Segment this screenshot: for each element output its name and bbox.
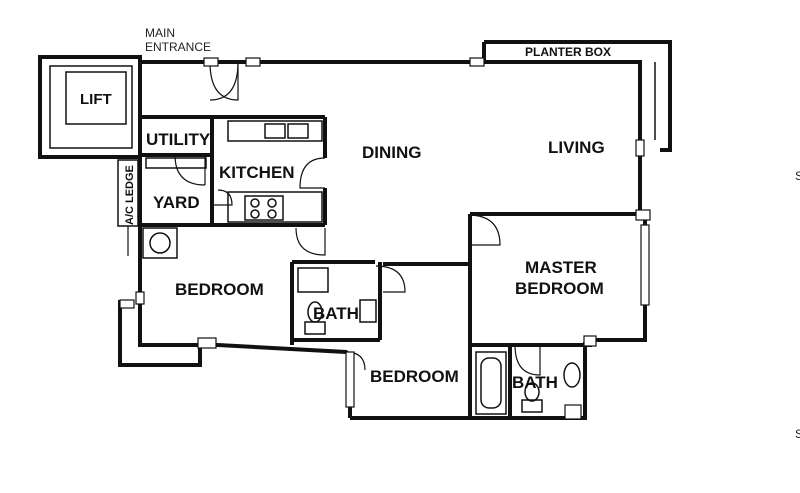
exterior-walls bbox=[118, 40, 672, 420]
room-bath-2-label: BATH bbox=[512, 373, 558, 392]
basin-icon bbox=[359, 299, 377, 323]
room-yard-label: YARD bbox=[153, 193, 200, 212]
bathtub-icon bbox=[475, 351, 507, 415]
room-master-bedroom-label-line1: MASTER bbox=[525, 258, 597, 277]
windows bbox=[119, 57, 651, 420]
door-swings bbox=[127, 61, 541, 376]
lift-label: LIFT bbox=[80, 91, 112, 108]
ac-ledge-label: A/C LEDGE bbox=[124, 165, 136, 225]
room-bedroom-1-label: BEDROOM bbox=[175, 280, 264, 299]
lift-shaft: LIFT bbox=[38, 55, 142, 159]
stray-marks: S S bbox=[795, 169, 800, 441]
room-utility-label: UTILITY bbox=[146, 130, 211, 149]
toilet-icon bbox=[304, 301, 326, 335]
svg-text:S: S bbox=[795, 427, 800, 441]
basin-icon bbox=[563, 362, 581, 388]
main-entrance-label-line2: ENTRANCE bbox=[145, 40, 211, 54]
room-bath-1-label: BATH bbox=[313, 304, 359, 323]
room-kitchen-label: KITCHEN bbox=[219, 163, 295, 182]
room-living-label: LIVING bbox=[548, 138, 605, 157]
fixtures bbox=[142, 120, 581, 415]
room-master-bedroom-label-line2: BEDROOM bbox=[515, 279, 604, 298]
planter-box-label: PLANTER BOX bbox=[525, 45, 611, 59]
stove-icon bbox=[244, 195, 284, 221]
washing-machine-icon bbox=[142, 227, 178, 259]
toilet-icon bbox=[521, 382, 543, 413]
svg-text:S: S bbox=[795, 169, 800, 183]
room-dining-label: DINING bbox=[362, 143, 422, 162]
shower-icon bbox=[297, 267, 329, 293]
interior-walls bbox=[117, 115, 640, 418]
room-bedroom-2-label: BEDROOM bbox=[370, 367, 459, 386]
main-entrance-label-line1: MAIN bbox=[145, 26, 175, 40]
